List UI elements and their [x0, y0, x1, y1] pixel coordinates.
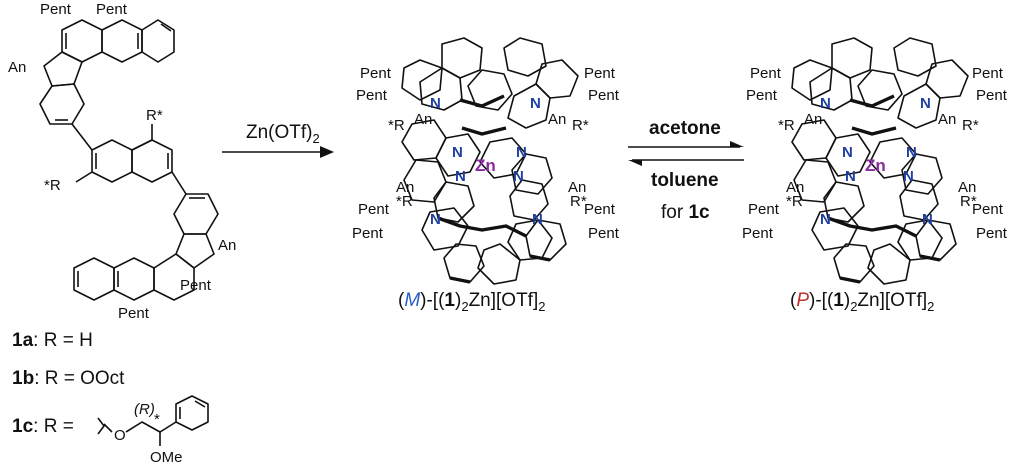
- complex-m-label: *R: [396, 193, 413, 210]
- ligand-label: An: [8, 59, 26, 76]
- ligand-label: Pent: [180, 277, 212, 294]
- complex-p-n-label: N: [922, 211, 933, 228]
- complex-p-tinted-ring: [869, 137, 917, 179]
- complex-p-n-label: N: [920, 95, 931, 112]
- complex-p-n-label: N: [903, 168, 914, 185]
- complex-m-label: Pent: [588, 225, 620, 242]
- complex-p-label: Pent: [742, 225, 774, 242]
- complex-p-tinted-ring: [867, 243, 911, 285]
- complex-p-structure: [791, 37, 969, 285]
- complex-m-structure: [401, 37, 579, 285]
- complex-m-n-label: N: [516, 144, 527, 161]
- complex-m-label: R*: [570, 193, 587, 210]
- complex-m-label: Pent: [360, 65, 392, 82]
- complex-p-label: *R: [786, 193, 803, 210]
- substituent-methoxy: OMe: [150, 449, 183, 466]
- complex-p-label: R*: [962, 117, 979, 134]
- ligand-label: *R: [44, 177, 61, 194]
- stereocenter-star: *: [154, 411, 160, 428]
- complex-p-zinc-label: Zn: [865, 156, 886, 175]
- ligand-label: Pent: [96, 1, 128, 18]
- complex-m-label: Pent: [352, 225, 384, 242]
- complex-p-tinted-ring: [893, 37, 937, 77]
- complex-p-label: Pent: [748, 201, 780, 218]
- complex-m-descriptor: M: [404, 290, 420, 311]
- complex-m-gray-ring: [503, 37, 547, 77]
- complex-m-label: An: [396, 179, 414, 196]
- ligand-label: Pent: [40, 1, 72, 18]
- complex-m-label: Pent: [356, 87, 388, 104]
- definition-1b: 1b: R = OOct: [12, 368, 125, 389]
- complex-p-n-label: N: [845, 168, 856, 185]
- complex-m-n-label: N: [513, 168, 524, 185]
- stereo-descriptor: (R): [134, 401, 155, 418]
- complex-p-label: Pent: [976, 225, 1008, 242]
- ligand-structure: [39, 19, 219, 301]
- complex-p-label: An: [804, 111, 822, 128]
- complex-p-descriptor: P: [796, 290, 809, 311]
- ligand-label: An: [218, 237, 236, 254]
- reagent-arrow: Zn(OTf)2: [222, 122, 334, 158]
- complex-m-label: Pent: [588, 87, 620, 104]
- ligand-labels: Pent Pent An R* *R An Pent Pent: [8, 1, 236, 322]
- complex-m-label: Pent: [584, 201, 616, 218]
- complex-p-label: Pent: [972, 65, 1004, 82]
- complex-p-label: Pent: [746, 87, 778, 104]
- complex-m-n-label: N: [530, 95, 541, 112]
- reagent-label: Zn(OTf): [246, 122, 313, 143]
- complex-p-label: *R: [778, 117, 795, 134]
- complex-m-n-label: N: [455, 168, 466, 185]
- complex-m-gray-ring: [477, 243, 521, 285]
- complex-m-label: Pent: [584, 65, 616, 82]
- reverse-condition-note: for 1c: [661, 202, 710, 223]
- complex-m-label: An: [568, 179, 586, 196]
- complex-p-name: (P)-[(1)2Zn][OTf]2: [790, 290, 934, 314]
- ligand-label: Pent: [118, 305, 150, 322]
- complex-m-label: Pent: [358, 201, 390, 218]
- complex-p-n-label: N: [842, 144, 853, 161]
- compound-definitions: 1a: R = H 1b: R = OOct 1c: R =: [12, 330, 125, 437]
- complex-m-name: (M)-[(1)2Zn][OTf]2: [398, 290, 545, 314]
- complex-m-labels: N N N N N N N N Zn Pent Pent Pent Pent *…: [352, 65, 620, 242]
- complex-m-tinted-ring: [479, 137, 527, 179]
- equilibrium-arrows: acetone toluene for 1c: [628, 118, 744, 223]
- complex-m-label: R*: [572, 117, 589, 134]
- complex-p-label: R*: [960, 193, 977, 210]
- complex-p-n-label: N: [820, 211, 831, 228]
- complex-p-label: Pent: [976, 87, 1008, 104]
- reverse-solvent: toluene: [651, 170, 719, 191]
- complex-p-gray-ring: [811, 207, 859, 251]
- complex-p-label: Pent: [972, 201, 1004, 218]
- complex-m-tinted-ring: [421, 207, 469, 251]
- complex-m-n-label: N: [430, 95, 441, 112]
- complex-p-n-label: N: [906, 144, 917, 161]
- substituent-1c-structure: O OMe * (R): [97, 395, 209, 466]
- svg-text:Zn(OTf)2: Zn(OTf)2: [246, 122, 320, 146]
- forward-solvent: acetone: [649, 118, 721, 139]
- definition-1a: 1a: R = H: [12, 330, 93, 351]
- complex-m-label: An: [548, 111, 566, 128]
- complex-m-n-label: N: [430, 211, 441, 228]
- complex-p-tinted-ring: [925, 59, 969, 99]
- complex-p-label: Pent: [750, 65, 782, 82]
- definition-1c: 1c: R =: [12, 416, 74, 437]
- complex-p-labels: N N N N N N N N Zn Pent Pent Pent Pent *…: [742, 65, 1008, 242]
- substituent-oxygen: O: [114, 427, 126, 444]
- complex-p-label: An: [938, 111, 956, 128]
- complex-m-label: *R: [388, 117, 405, 134]
- complex-p-label: An: [958, 179, 976, 196]
- ligand-label: R*: [146, 107, 163, 124]
- complex-p-label: An: [786, 179, 804, 196]
- complex-m-zinc-label: Zn: [475, 156, 496, 175]
- complex-m-n-label: N: [532, 211, 543, 228]
- complex-m-n-label: N: [452, 144, 463, 161]
- complex-m-gray-ring: [535, 59, 579, 99]
- complex-p-n-label: N: [820, 95, 831, 112]
- complex-m-label: An: [414, 111, 432, 128]
